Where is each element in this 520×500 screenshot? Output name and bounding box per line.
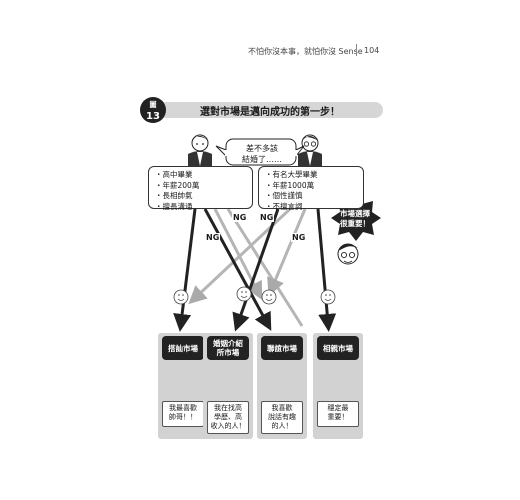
market-quote: 我最喜歡 帥哥！！: [162, 401, 204, 427]
page-number: 104: [364, 46, 380, 55]
figure-title-bar: [148, 102, 383, 118]
trait-item: 擅長溝通: [155, 202, 246, 213]
trait-item: 不擅言詞: [265, 202, 357, 213]
market-label: 婚姻介紹 所市場: [207, 336, 249, 360]
market-column-arranged-date: 相親市場 穩定最 重要！: [313, 333, 363, 439]
market-column-mixer: 聯誼市場 我喜歡 說話有趣 的人！: [257, 333, 307, 439]
smiley-features: [178, 291, 331, 296]
callout-text: 市場選擇 很重要！: [340, 209, 370, 228]
trait-item: 長相帥氣: [155, 191, 246, 202]
figure-badge: 圖 13: [140, 97, 166, 123]
smiley-mouths: [177, 295, 332, 301]
ng-label: NG: [291, 233, 307, 242]
trait-item: 年薪200萬: [155, 181, 246, 192]
ng-label: NG: [232, 213, 248, 222]
smiley-faces: [173, 286, 336, 305]
figure-badge-number: 13: [146, 111, 160, 122]
trait-item: 有名大學畢業: [265, 170, 357, 181]
speech-bubble-text: 差不多該 結婚了……: [242, 144, 282, 164]
market-column-matchmaking-agency: 婚姻介紹 所市場 我在找高 學歷、高 收入的人！: [203, 333, 253, 439]
right-person-traits: 有名大學畢業 年薪1000萬 個性謹慎 不擅言詞: [258, 166, 364, 211]
man-right-illustration: [298, 134, 322, 166]
market-quote: 我喜歡 說話有趣 的人！: [261, 401, 303, 434]
commentator-illustration: [337, 243, 359, 265]
market-quote: 穩定最 重要！: [317, 401, 359, 427]
market-label: 相親市場: [317, 336, 359, 360]
speech-bubble: [215, 138, 305, 166]
market-quote: 我在找高 學歷、高 收入的人！: [207, 401, 249, 434]
left-person-traits: 高中畢業 年薪200萬 長相帥氣 擅長溝通: [148, 166, 253, 211]
figure-badge-label: 圖: [149, 101, 157, 109]
ng-arrows: [188, 207, 307, 327]
trait-item: 高中畢業: [155, 170, 246, 181]
market-label: 聯誼市場: [261, 336, 303, 360]
market-label: 搭訕市場: [162, 336, 204, 360]
man-left-illustration: [188, 134, 212, 166]
market-column-pickup: 搭訕市場 我最喜歡 帥哥！！: [158, 333, 208, 439]
match-arrows: [173, 208, 337, 332]
trait-item: 年薪1000萬: [265, 181, 357, 192]
book-title: 不怕你沒本事，就怕你沒 Sense: [248, 47, 363, 56]
ng-label: NG: [205, 233, 221, 242]
trait-item: 個性謹慎: [265, 191, 357, 202]
header-divider: [356, 44, 357, 56]
figure-title: 選對市場是邁向成功的第一步！: [200, 107, 340, 118]
ng-label: NG: [259, 213, 275, 222]
